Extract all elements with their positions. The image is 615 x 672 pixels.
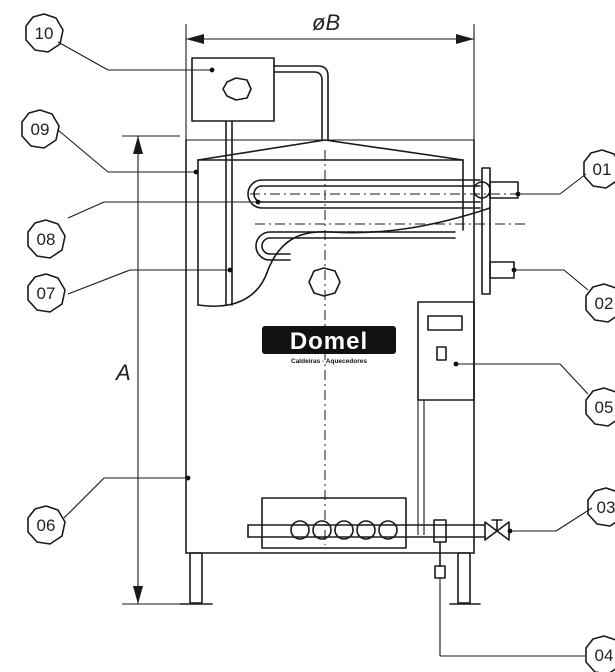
inspection-port [308,267,341,297]
dimension-height-label: A [114,360,131,385]
dimension-height: A [114,135,180,605]
callout-10: 10 [25,13,64,53]
callout-08: 08 [27,219,66,259]
callout-06: 06 [27,505,66,545]
electrical-box [191,57,329,141]
callout-07: 07 [27,273,66,313]
burner-box [261,497,407,549]
svg-text:05: 05 [595,398,614,417]
callout-04: 04 [585,635,615,672]
svg-text:04: 04 [595,646,614,665]
callout-02: 02 [585,283,615,323]
control-panel [417,301,475,535]
svg-text:10: 10 [35,24,54,43]
bottom-piping [247,519,510,579]
side-flange [473,167,519,295]
callout-09: 09 [21,109,60,149]
svg-text:06: 06 [37,516,56,535]
dimension-width: øB [185,10,475,140]
dimension-width-label: øB [312,10,340,35]
svg-text:09: 09 [31,120,50,139]
brand-logo: Domel Caldeiras · Aquecedores [262,326,396,365]
boiler-body [179,120,491,605]
svg-text:01: 01 [593,160,612,179]
brand-name: Domel [290,328,368,355]
heating-coils [247,179,525,261]
svg-text:08: 08 [37,230,56,249]
callout-03: 03 [587,487,615,527]
svg-text:03: 03 [597,498,615,517]
brand-tagline: Caldeiras · Aquecedores [291,358,367,365]
svg-text:02: 02 [595,294,614,313]
callout-05: 05 [585,387,615,427]
leader-lines [57,41,593,657]
svg-text:07: 07 [37,284,56,303]
callout-01: 01 [583,149,615,189]
